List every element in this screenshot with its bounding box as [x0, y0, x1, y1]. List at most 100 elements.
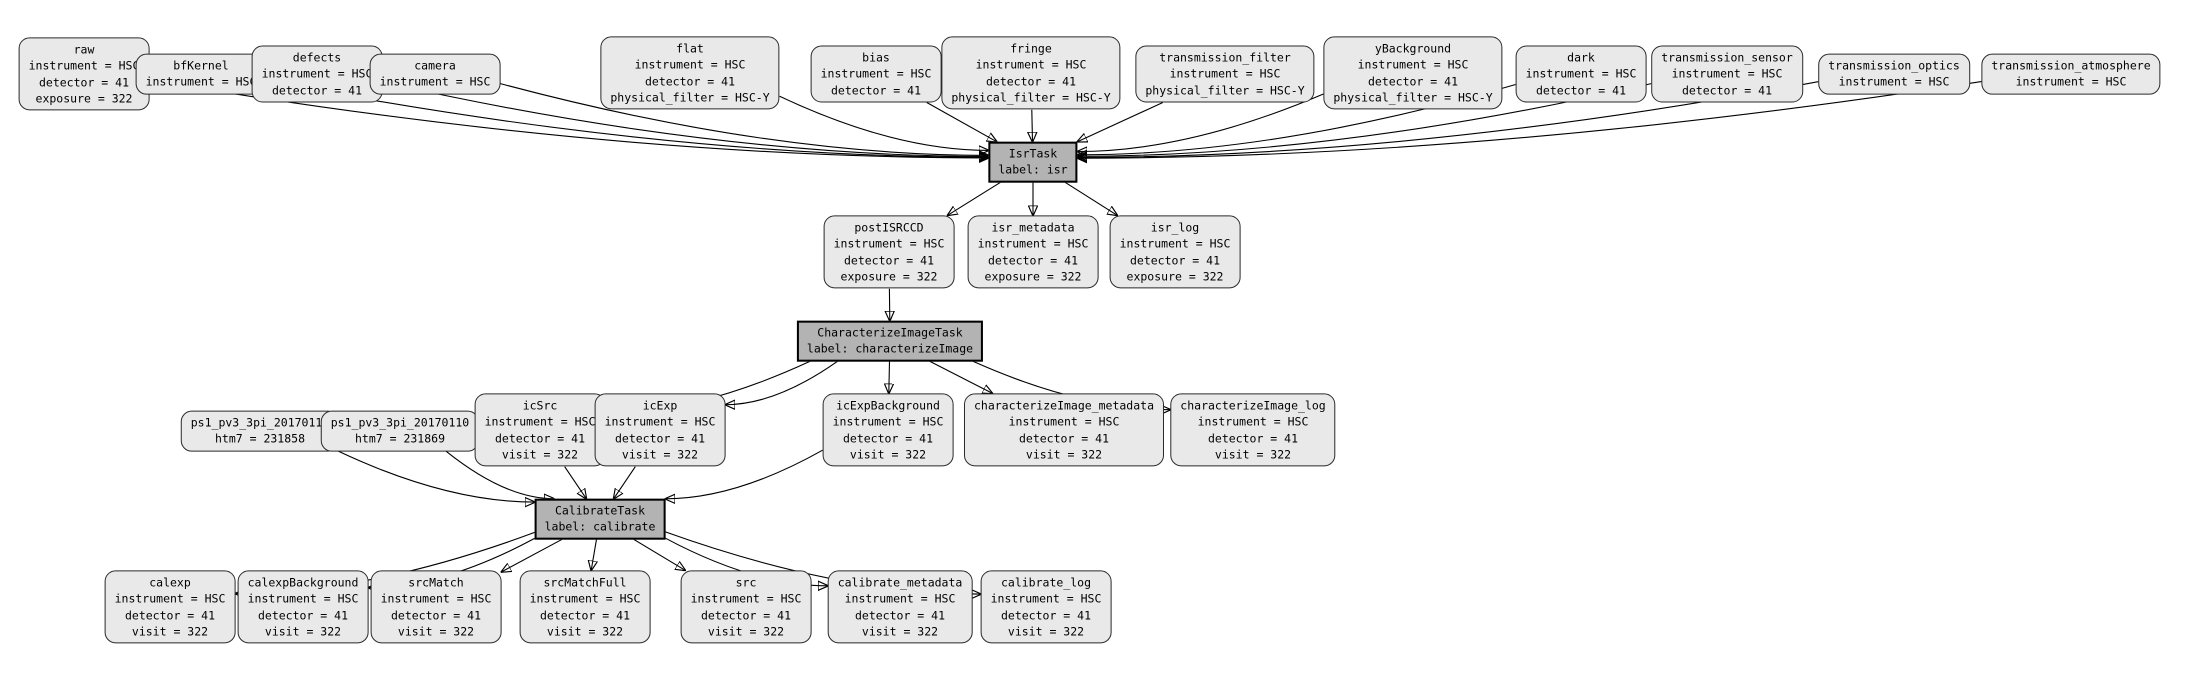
- node-dimension: instrument = HSC: [634, 57, 746, 72]
- node-title: calexpBackground: [247, 575, 359, 590]
- node-dimension: instrument = HSC: [1197, 414, 1309, 429]
- node-title: fringe: [1010, 41, 1052, 56]
- node-dimension: visit = 322: [131, 624, 209, 639]
- node-dimension: instrument = HSC: [1525, 66, 1637, 81]
- node-title: camera: [414, 58, 456, 73]
- node-title: CalibrateTask: [554, 503, 645, 518]
- node-title: transmission_filter: [1159, 50, 1291, 65]
- node-dimension: detector = 41: [830, 83, 921, 98]
- node-dimension: instrument = HSC: [1357, 57, 1469, 72]
- node-title: IsrTask: [1008, 146, 1058, 161]
- node-dimension: visit = 322: [849, 447, 927, 462]
- node-dimension: instrument = HSC: [1671, 66, 1783, 81]
- node-title: transmission_atmosphere: [1991, 58, 2151, 73]
- node-title: isr_metadata: [991, 220, 1075, 235]
- node-title: isr_log: [1150, 220, 1200, 235]
- node-title: flat: [676, 41, 704, 56]
- node-dimension: detector = 41: [842, 431, 933, 445]
- node-dimension: detector = 41: [1535, 83, 1626, 98]
- edge-bias-to-isr: [926, 102, 997, 142]
- node-title: characterizeImage_metadata: [973, 398, 1155, 413]
- edge-icExp-to-calibrate: [614, 466, 636, 499]
- node-dimension: visit = 322: [707, 624, 785, 639]
- node-dimension: detector = 41: [271, 83, 362, 98]
- edge-flat-to-isr: [779, 95, 989, 150]
- node-dimension: detector = 41: [1681, 83, 1772, 98]
- edge-transmission_filter-to-isr: [1077, 102, 1164, 142]
- node-dimension: instrument = HSC: [1169, 66, 1281, 81]
- node-dimension: instrument = HSC: [1008, 414, 1120, 429]
- node-title: postISRCCD: [854, 220, 924, 235]
- node-dimension: detector = 41: [985, 74, 1076, 88]
- edge-camera-to-isr: [500, 83, 988, 156]
- node-dimension: detector = 41: [390, 608, 481, 622]
- node-dimension: detector = 41: [614, 431, 705, 445]
- edge-transmission_atmosphere-to-isr: [1078, 81, 1982, 159]
- node-dimension: detector = 41: [257, 608, 348, 622]
- node-dimension: visit = 322: [264, 624, 342, 639]
- node-dimension: instrument = HSC: [529, 591, 641, 606]
- node-dimension: detector = 41: [854, 608, 945, 622]
- node-title: yBackground: [1374, 41, 1452, 56]
- node-dimension: instrument = HSC: [604, 414, 716, 429]
- node-dimension: instrument = HSC: [832, 414, 944, 429]
- edge-fringe-to-isr: [1032, 109, 1033, 142]
- node-dimension: instrument = HSC: [247, 591, 359, 606]
- node-dimension: detector = 41: [1018, 431, 1110, 445]
- node-title: dark: [1567, 50, 1595, 65]
- edge-isr-to-postISRCCD: [948, 181, 1001, 215]
- edge-bfKernel-to-isr: [266, 80, 988, 157]
- node-title: defects: [292, 50, 342, 65]
- edge-calibrate-to-srcMatch: [501, 538, 563, 572]
- node-title: ps1_pv3_3pi_20170110: [330, 415, 470, 430]
- node-title: transmission_optics: [1828, 58, 1960, 73]
- node-title: calexp: [149, 575, 191, 590]
- edge-ps1_231869-to-calibrate: [445, 450, 554, 498]
- edge-characterizeImage-to-icExpBackground: [889, 361, 890, 393]
- node-dimension: instrument = HSC: [2015, 75, 2127, 89]
- node-title: icExp: [642, 398, 678, 413]
- node-dimension: detector = 41: [644, 74, 735, 88]
- node-dimension: visit = 322: [397, 624, 475, 639]
- node-dimension: detector = 41: [843, 253, 934, 267]
- node-dimension: visit = 322: [1025, 447, 1103, 462]
- node-title: bias: [862, 50, 890, 65]
- edge-yBackground-to-isr: [1078, 93, 1324, 152]
- node-dimension: visit = 322: [1214, 447, 1292, 462]
- node-dimension: instrument = HSC: [977, 236, 1089, 251]
- dataset-node-transmission_optics: transmission_optics instrument = HSC: [1818, 53, 1970, 95]
- node-title: transmission_sensor: [1661, 50, 1793, 65]
- edge-ps1_231858-to-calibrate: [338, 450, 535, 502]
- node-dimension: detector = 41: [700, 608, 791, 622]
- node-title: bfKernel: [173, 58, 229, 73]
- node-dimension: instrument = HSC: [975, 57, 1087, 72]
- edge-isr-to-isr_log: [1064, 181, 1117, 215]
- node-dimension: detector = 41: [987, 253, 1078, 267]
- node-dimension: instrument = HSC: [820, 66, 932, 81]
- edge-transmission_sensor-to-isr: [1078, 83, 1652, 157]
- dataset-node-transmission_atmosphere: transmission_atmosphere instrument = HSC: [1981, 53, 2161, 95]
- node-dimension: instrument = HSC: [1838, 75, 1950, 89]
- node-dimension: exposure = 322: [840, 269, 938, 284]
- node-dimension: visit = 322: [501, 447, 579, 462]
- node-title: icExpBackground: [836, 398, 940, 413]
- edge-characterizeImage-to-characterizeImage_metadata: [929, 360, 993, 393]
- edge-calibrate-to-srcMatchFull: [591, 539, 596, 570]
- node-dimension: detector = 41: [1367, 74, 1458, 88]
- edge-characterizeImage-to-icExp: [725, 360, 838, 404]
- node-dimension: detector = 41: [1207, 431, 1298, 445]
- node-dimension: instrument = HSC: [990, 591, 1102, 606]
